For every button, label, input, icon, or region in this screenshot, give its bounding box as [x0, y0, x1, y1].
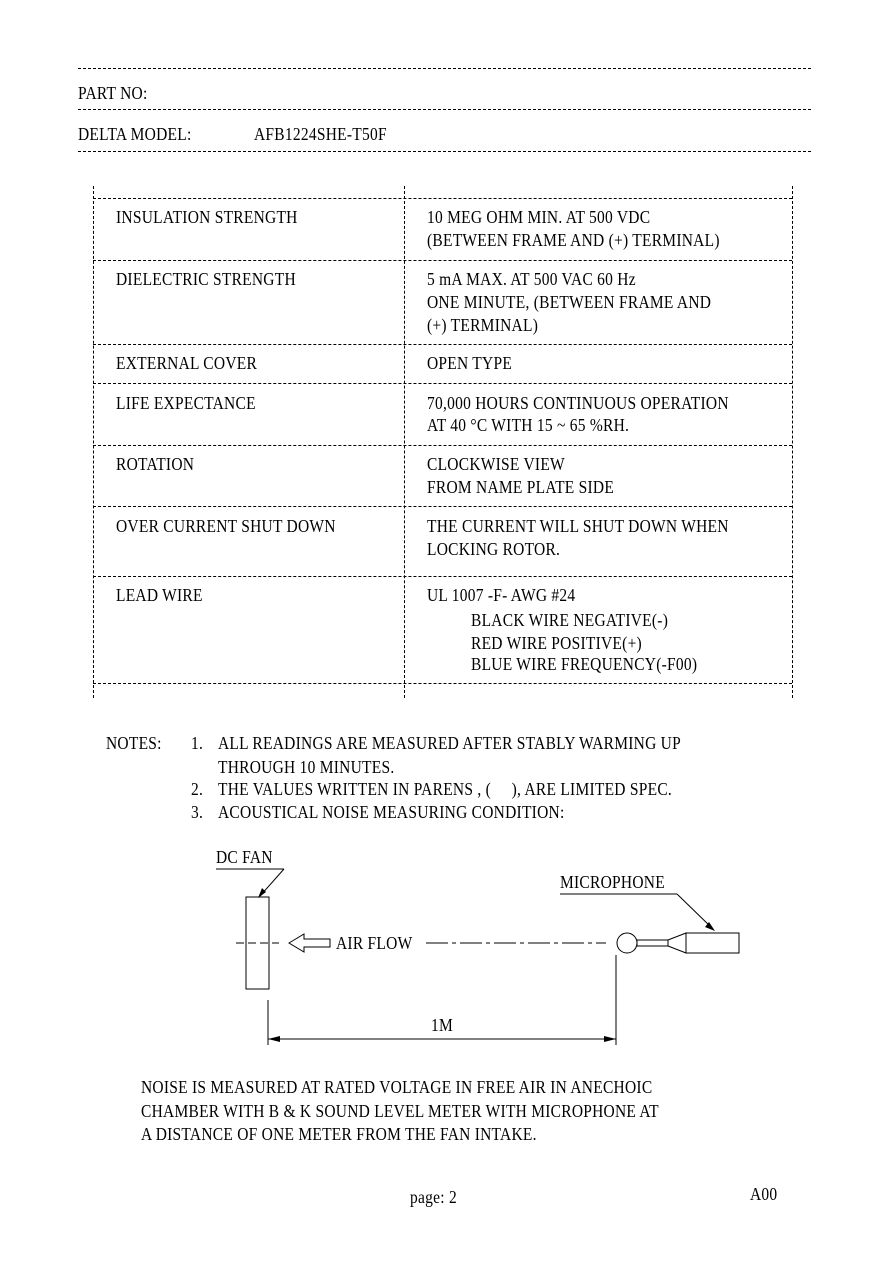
note-number: 2. [191, 779, 204, 799]
lead-wire-detail: BLACK WIRE NEGATIVE(-) [471, 610, 669, 630]
model-value: AFB1224SHE-T50F [254, 124, 387, 144]
spec-label: INSULATION STRENGTH [116, 207, 298, 227]
microphone-label: MICROPHONE [560, 872, 665, 892]
spec-value: ONE MINUTE, (BETWEEN FRAME AND [427, 292, 712, 312]
spec-label: LIFE EXPECTANCE [116, 393, 256, 413]
model-label: DELTA MODEL: [78, 124, 192, 144]
header-rule-bottom [78, 151, 811, 152]
page-number: page: 2 [410, 1187, 457, 1207]
lead-wire-detail: BLUE WIRE FREQUENCY(-F00) [471, 654, 698, 674]
noise-text: NOISE IS MEASURED AT RATED VOLTAGE IN FR… [141, 1077, 653, 1097]
spec-value: 70,000 HOURS CONTINUOUS OPERATION [427, 393, 729, 413]
spec-value: FROM NAME PLATE SIDE [427, 477, 615, 497]
revision-code: A00 [750, 1184, 778, 1204]
distance-label: 1M [431, 1015, 454, 1035]
noise-text: CHAMBER WITH B & K SOUND LEVEL METER WIT… [141, 1101, 659, 1121]
microphone-taper [667, 932, 687, 954]
table-border-left [93, 186, 94, 698]
part-no-label: PART NO: [78, 83, 148, 103]
microphone-handle [685, 932, 740, 954]
fan-leader-arrowhead [258, 888, 266, 898]
row-rule [93, 260, 792, 261]
spec-value: (+) TERMINAL) [427, 315, 539, 335]
spec-label: DIELECTRIC STRENGTH [116, 269, 296, 289]
spec-value: CLOCKWISE VIEW [427, 454, 565, 474]
header-rule-mid [78, 109, 811, 110]
spec-label: OVER CURRENT SHUT DOWN [116, 516, 336, 536]
fan-body [245, 896, 270, 990]
spec-value: LOCKING ROTOR. [427, 539, 561, 559]
note-number: 1. [191, 733, 204, 753]
noise-text: A DISTANCE OF ONE METER FROM THE FAN INT… [141, 1124, 537, 1144]
microphone-neck [636, 939, 669, 947]
mic-leader-line [676, 893, 713, 929]
row-rule [93, 445, 792, 446]
row-rule [93, 383, 792, 384]
row-rule [93, 506, 792, 507]
airflow-arrow-icon [288, 933, 331, 953]
spec-value: OPEN TYPE [427, 353, 513, 373]
note-text: ACOUSTICAL NOISE MEASURING CONDITION: [218, 802, 565, 822]
spec-value: (BETWEEN FRAME AND (+) TERMINAL) [427, 230, 720, 250]
fan-label: DC FAN [216, 847, 273, 867]
spec-value: THE CURRENT WILL SHUT DOWN WHEN [427, 516, 729, 536]
spec-value: 10 MEG OHM MIN. AT 500 VDC [427, 207, 651, 227]
note-text: THE VALUES WRITTEN IN PARENS , ( ), ARE … [218, 779, 673, 799]
dimension-arrow-right [604, 1036, 616, 1042]
header-rule-top [78, 68, 811, 69]
lead-wire-detail: RED WIRE POSITIVE(+) [471, 633, 642, 653]
spec-label: LEAD WIRE [116, 585, 203, 605]
row-rule [93, 344, 792, 345]
spec-value: 5 mA MAX. AT 500 VAC 60 Hz [427, 269, 636, 289]
notes-label: NOTES: [106, 733, 162, 753]
table-border-right [792, 186, 793, 698]
airflow-label: AIR FLOW [336, 933, 413, 953]
mic-leader-arrowhead [705, 922, 715, 931]
note-text: THROUGH 10 MINUTES. [218, 757, 395, 777]
row-rule [93, 198, 792, 199]
spec-value: AT 40 °C WITH 15 ~ 65 %RH. [427, 415, 630, 435]
spec-label: EXTERNAL COVER [116, 353, 258, 373]
note-text: ALL READINGS ARE MEASURED AFTER STABLY W… [218, 733, 681, 753]
spec-value: UL 1007 -F- AWG #24 [427, 585, 576, 605]
row-rule [93, 576, 792, 577]
note-number: 3. [191, 802, 204, 822]
spec-label: ROTATION [116, 454, 195, 474]
row-rule [93, 683, 792, 684]
dimension-arrow-left [268, 1036, 280, 1042]
microphone-head [616, 932, 638, 954]
table-divider [404, 186, 405, 698]
